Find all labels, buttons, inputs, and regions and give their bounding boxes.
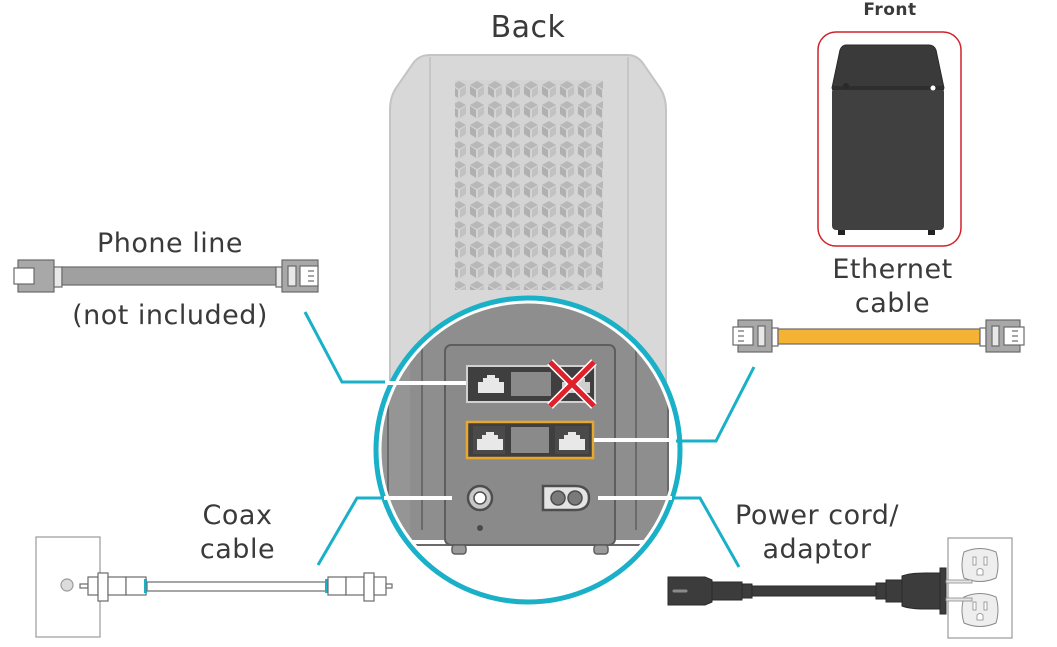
phone-line-note: (not included) [72,300,268,331]
leader-lines [303,311,756,568]
ports-callout [373,295,683,605]
power-port [541,484,591,512]
ethernet-jack-icon [559,432,585,450]
ethernet-label-line2: cable [854,288,931,319]
ethernet-label-line1: Ethernet [832,254,953,285]
coax-port [466,484,494,531]
power-label-line2: adaptor [762,534,872,565]
phone-line-cable [13,259,319,293]
front-label: Front [863,0,917,20]
phone-port [466,359,597,409]
outlet-socket-icon [961,548,999,627]
coax-cable [35,536,393,638]
callout-ring [373,295,683,605]
ethernet-jack-icon [477,432,503,450]
router-front [817,31,962,247]
phone-line-label: Phone line [97,228,243,259]
ethernet-ports [465,420,595,460]
back-label: Back [490,10,566,45]
ethernet-cable [732,319,1025,353]
power-cord [667,537,1013,639]
not-used-x-icon [547,359,597,409]
vent-grille [455,80,603,290]
coax-label-line2: cable [199,534,276,565]
power-label-line1: Power cord/ [735,500,899,531]
phone-jack-icon [478,375,504,393]
front-highlight-frame [817,31,962,247]
coax-label-line1: Coax [202,500,273,531]
